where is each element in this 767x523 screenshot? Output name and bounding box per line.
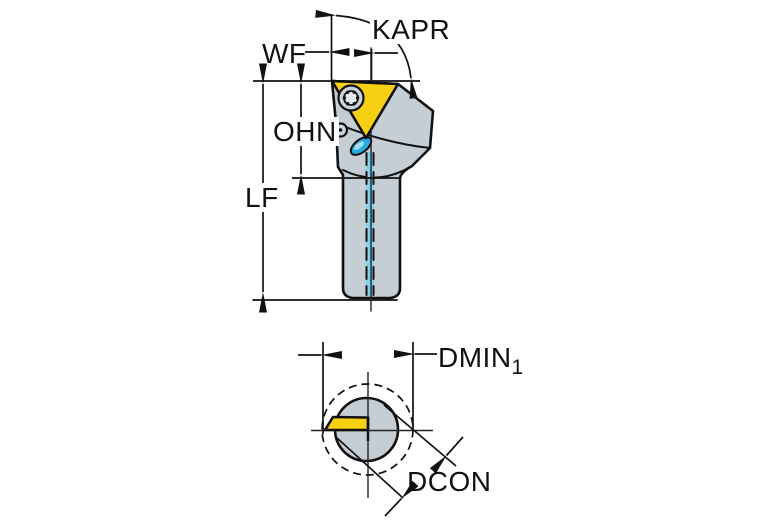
end-view-dimensions — [298, 342, 464, 517]
coolant-exit-hole — [349, 136, 373, 156]
dcon-arrow-upper — [429, 436, 464, 474]
end-view-insert — [323, 415, 370, 432]
tool-body — [330, 79, 435, 300]
dmin-subscript: 1 — [511, 356, 524, 379]
wf-label: WF — [262, 38, 307, 69]
end-view — [311, 372, 433, 498]
dcon-arrow-lower — [384, 480, 419, 517]
lf-label: LF — [243, 182, 281, 213]
insert-screw-icon — [337, 84, 365, 112]
dmin-label: DMIN1 — [438, 342, 524, 379]
coolant-channel — [366, 152, 374, 296]
kapr-label: KAPR — [370, 14, 453, 45]
ohn-label: OHN — [271, 116, 339, 147]
dcon-label: DCON — [407, 466, 492, 497]
side-view — [252, 47, 435, 312]
dcon-tangent-line-lower — [336, 437, 404, 499]
